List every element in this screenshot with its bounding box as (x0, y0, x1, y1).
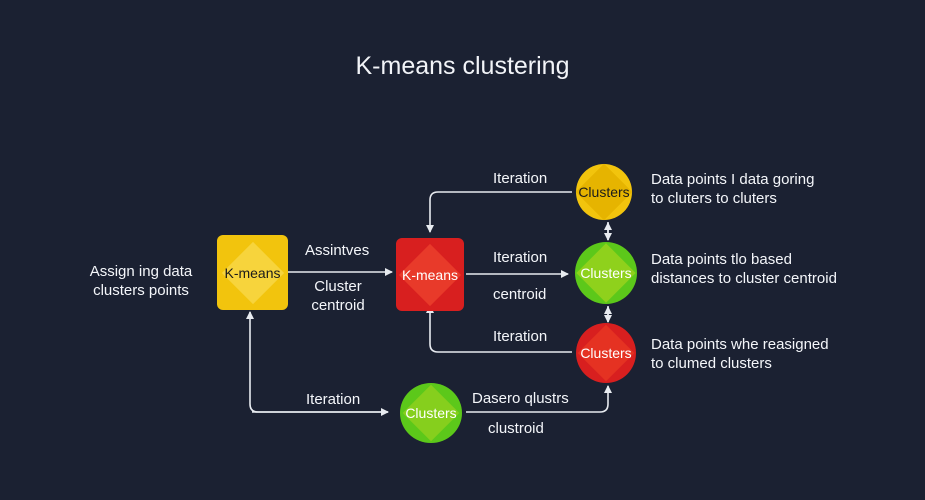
clusters-node-bottom-label: Clusters (405, 405, 457, 421)
clusters-node-bottom: Clusters (396, 382, 466, 444)
clusters-node-top: Clusters (572, 163, 636, 221)
description-low: Data points whe reasigned to clumed clus… (651, 335, 829, 373)
edge-label-cluster-centroid-line-1: Cluster (314, 278, 362, 295)
left-caption: Assign ing data clusters points (82, 262, 200, 300)
left-caption-line-2: clusters points (93, 282, 189, 299)
description-mid-line-1: Data points tlo based (651, 251, 792, 268)
description-low-line-1: Data points whe reasigned (651, 336, 829, 353)
description-mid-line-2: distances to cluster centroid (651, 270, 837, 287)
arrow-clusters-low-to-kmeans (426, 305, 572, 353)
arrow-clusters-bottom-to-low (466, 385, 612, 413)
kmeans-node-yellow-label: K-means (224, 264, 281, 281)
description-top-line-2: to cluters to cluters (651, 190, 777, 207)
edge-label-clustroid: clustroid (488, 420, 544, 437)
description-top: Data points I data goring to cluters to … (651, 170, 814, 208)
edge-label-dasero: Dasero qlustrs (472, 390, 569, 407)
kmeans-node-red: K-means (396, 238, 464, 311)
clusters-node-mid: Clusters (572, 240, 640, 306)
edge-label-iteration-mid: Iteration (493, 249, 548, 266)
clusters-node-top-label: Clusters (578, 184, 630, 200)
edge-label-assign: Assintves (305, 242, 370, 259)
description-mid: Data points tlo based distances to clust… (651, 250, 837, 288)
edge-label-iteration-low: Iteration (493, 328, 548, 345)
edge-label-iteration-top: Iteration (493, 170, 548, 187)
kmeans-node-red-label: K-means (401, 266, 459, 283)
left-caption-line-1: Assign ing data (89, 263, 193, 280)
clusters-node-low-label: Clusters (580, 345, 632, 361)
edge-label-iteration-bottom: Iteration (306, 391, 361, 408)
description-top-line-1: Data points I data goring (651, 171, 815, 188)
arrow-clusters-top-to-kmeans (426, 191, 572, 233)
description-low-line-2: to clumed clusters (651, 355, 772, 372)
clusters-node-low: Clusters (572, 322, 640, 384)
edge-label-cluster-centroid: Cluster centroid (302, 277, 374, 315)
kmeans-node-yellow: K-means (217, 235, 288, 310)
clusters-node-mid-label: Clusters (580, 265, 632, 281)
edge-label-centroid-mid: centroid (493, 286, 547, 303)
edge-label-cluster-centroid-line-2: centroid (311, 297, 365, 314)
diagram-title: K-means clustering (355, 52, 570, 80)
